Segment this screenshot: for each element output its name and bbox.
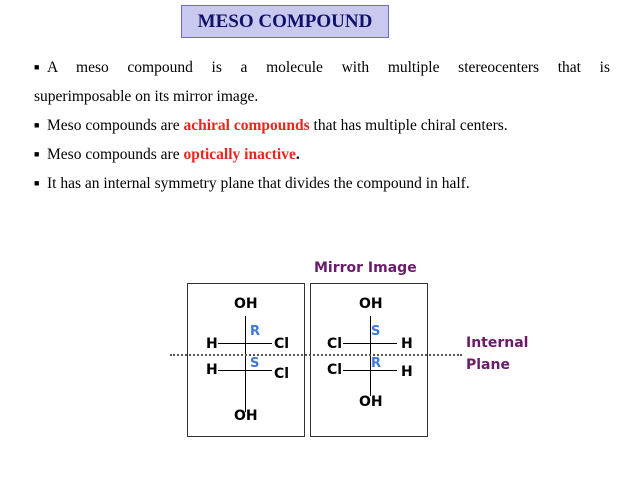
bullet-item: ■ Meso compounds are achiral compounds th… — [34, 111, 610, 140]
atom-cl: Cl — [327, 362, 343, 378]
molecule-box-left: OH R H Cl S H Cl OH — [187, 283, 305, 437]
bullet-text: that has multiple chiral centers. — [309, 117, 508, 134]
emphasis-text: optically inactive — [183, 146, 296, 163]
atom-h: H — [206, 336, 218, 352]
atom-cl: Cl — [327, 336, 343, 352]
page-title: MESO COMPOUND — [181, 5, 389, 38]
stereo-label: R — [250, 324, 261, 339]
square-bullet-icon: ■ — [34, 120, 40, 130]
backbone-line — [245, 316, 246, 412]
bullet-text: . — [295, 146, 300, 163]
bond-line — [343, 370, 397, 371]
bond-line — [218, 370, 272, 371]
bullet-line: ■ A meso compound is a molecule with mult… — [34, 53, 610, 82]
bullet-text: Meso compounds are — [47, 146, 184, 163]
mirror-image-label: Mirror Image — [314, 260, 417, 276]
plane-label-line-2: Plane — [466, 357, 510, 373]
atom-oh-top: OH — [234, 296, 258, 312]
molecule-box-right: OH S Cl H R Cl H OH — [310, 283, 428, 437]
bond-line — [343, 343, 397, 344]
bullet-text: A meso compound is a molecule with multi… — [47, 59, 610, 76]
stereo-label: R — [371, 356, 382, 371]
fischer-diagram: Mirror Image OH R H Cl S H Cl OH OH S Cl… — [170, 258, 550, 443]
atom-oh-bottom: OH — [359, 394, 383, 410]
square-bullet-icon: ■ — [34, 149, 40, 159]
atom-h: H — [206, 362, 218, 378]
bullet-text: It has an internal symmetry plane that d… — [47, 175, 470, 192]
square-bullet-icon: ■ — [34, 178, 40, 188]
bullet-text: Meso compounds are — [47, 117, 184, 134]
plane-label-line-1: Internal — [466, 335, 529, 351]
backbone-line — [370, 316, 371, 396]
internal-plane-label: Internal Plane — [466, 332, 528, 376]
atom-h: H — [401, 364, 413, 380]
atom-h: H — [401, 336, 413, 352]
bullet-item: ■ It has an internal symmetry plane that … — [34, 169, 610, 198]
atom-oh-top: OH — [359, 296, 383, 312]
atom-oh-bottom: OH — [234, 408, 258, 424]
atom-cl: Cl — [274, 336, 290, 352]
square-bullet-icon: ■ — [34, 62, 40, 72]
atom-cl: Cl — [274, 366, 290, 382]
bullet-item: ■ Meso compounds are optically inactive. — [34, 140, 610, 169]
bullet-item: ■ A meso compound is a molecule with mult… — [34, 53, 610, 111]
stereo-label: S — [250, 356, 260, 371]
internal-plane-line — [170, 354, 462, 356]
emphasis-text: achiral compounds — [183, 117, 310, 134]
bond-line — [218, 343, 272, 344]
stereo-label: S — [371, 324, 381, 339]
bullet-text-continued: superimposable on its mirror image. — [34, 88, 259, 105]
bullet-list: ■ A meso compound is a molecule with mult… — [34, 53, 610, 198]
